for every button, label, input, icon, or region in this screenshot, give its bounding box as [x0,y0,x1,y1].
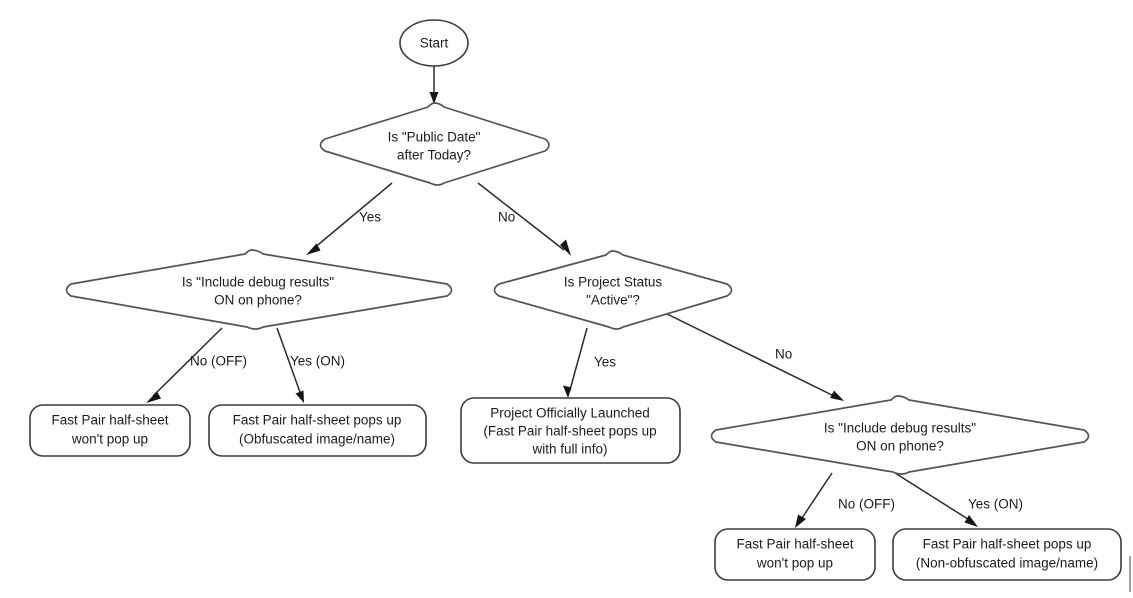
edge-label-yes-on-2: Yes (ON) [968,497,1023,512]
edge-project-status-yes: Yes [563,327,616,398]
node-decision-public-date-line2: after Today? [397,148,471,163]
edge-label-yes-1: Yes [359,210,381,225]
node-result-officially-launched-line2: (Fast Pair half-sheet pops up [483,424,656,439]
node-result-nonobfuscated-popup[interactable]: Fast Pair half-sheet pops up (Non-obfusc… [892,528,1122,581]
node-result-no-popup-left[interactable]: Fast Pair half-sheet won't pop up [29,404,191,457]
node-result-no-popup-right-line2: won't pop up [756,556,833,571]
edge-public-date-yes: Yes [306,182,393,255]
node-result-obfuscated-popup-line1: Fast Pair half-sheet pops up [233,413,402,428]
node-decision-project-status[interactable]: Is Project Status "Active"? [493,250,733,330]
node-result-nonobfuscated-popup-line1: Fast Pair half-sheet pops up [923,537,1092,552]
edge-label-yes-on-1: Yes (ON) [290,354,345,369]
edge-label-no-2: No [775,347,792,362]
node-decision-debug-right-line1: Is "Include debug results" [824,421,976,436]
edge-label-no-off-1: No (OFF) [190,354,247,369]
edge-debug-right-yes-on: Yes (ON) [894,472,1023,527]
node-decision-project-status-line2: "Active"? [586,293,640,308]
node-start-label: Start [420,36,449,51]
edge-label-yes-2: Yes [594,355,616,370]
edge-debug-left-yes-on: Yes (ON) [276,327,345,403]
node-result-no-popup-left-line2: won't pop up [71,432,148,447]
node-result-no-popup-right-line1: Fast Pair half-sheet [736,537,853,552]
node-decision-debug-right-line2: ON on phone? [856,439,944,454]
node-result-no-popup-right[interactable]: Fast Pair half-sheet won't pop up [714,528,876,581]
edge-label-no-1: No [498,210,515,225]
node-result-officially-launched-line3: with full info) [531,442,607,457]
node-result-officially-launched-line1: Project Officially Launched [490,406,650,421]
edge-project-status-no: No [662,311,844,401]
node-result-nonobfuscated-popup-line2: (Non-obfuscated image/name) [916,556,1098,571]
edge-start-to-public-date [429,66,439,104]
node-decision-project-status-line1: Is Project Status [564,275,663,290]
node-result-officially-launched[interactable]: Project Officially Launched (Fast Pair h… [460,397,681,464]
edge-debug-right-no-off: No (OFF) [795,472,895,528]
node-decision-debug-left[interactable]: Is "Include debug results" ON on phone? [65,249,453,330]
node-decision-debug-right[interactable]: Is "Include debug results" ON on phone? [710,395,1090,475]
edge-label-no-off-2: No (OFF) [838,497,895,512]
node-decision-public-date[interactable]: Is "Public Date" after Today? [319,102,550,186]
node-decision-public-date-line1: Is "Public Date" [388,130,481,145]
node-result-obfuscated-popup[interactable]: Fast Pair half-sheet pops up (Obfuscated… [208,404,427,457]
node-decision-debug-left-line1: Is "Include debug results" [182,275,334,290]
node-decision-debug-left-line2: ON on phone? [214,293,302,308]
node-result-no-popup-left-line1: Fast Pair half-sheet [51,413,168,428]
edge-debug-left-no-off: No (OFF) [146,327,247,403]
edge-public-date-no: No [477,182,571,256]
node-result-obfuscated-popup-line2: (Obfuscated image/name) [239,432,395,447]
node-start[interactable]: Start [399,19,469,67]
